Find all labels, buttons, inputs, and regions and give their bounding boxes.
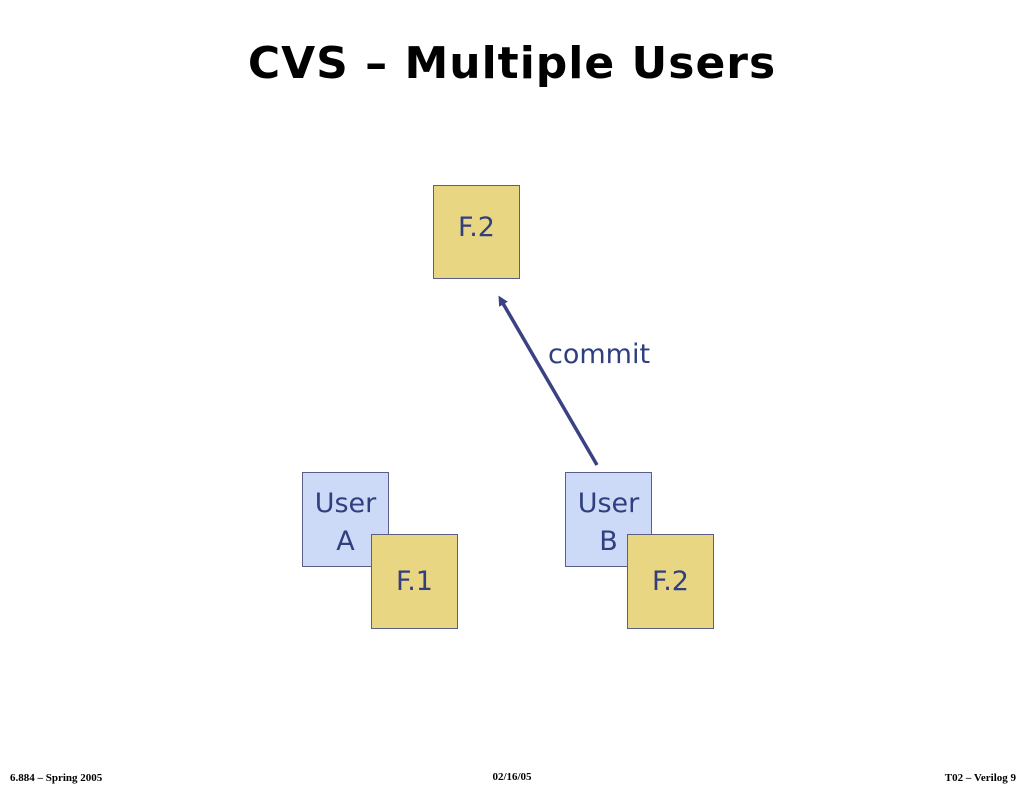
user-a-label-line2: A [336, 526, 355, 557]
user-a-label-line1: User [314, 488, 377, 519]
user-a-file-box: F.1 [371, 534, 458, 629]
user-b-label-line1: User [577, 488, 640, 519]
footer-date: 02/16/05 [492, 771, 532, 783]
slide-title: CVS – Multiple Users [247, 38, 777, 89]
footer-course: 6.884 – Spring 2005 [10, 772, 103, 784]
user-b-file-box: F.2 [627, 534, 714, 629]
user-b-label-line2: B [599, 526, 618, 557]
commit-label: commit [548, 339, 651, 370]
footer-slide-number: T02 – Verilog 9 [944, 772, 1016, 784]
repository-file-box: F.2 [433, 185, 520, 279]
user-a-box: User A [302, 472, 389, 567]
